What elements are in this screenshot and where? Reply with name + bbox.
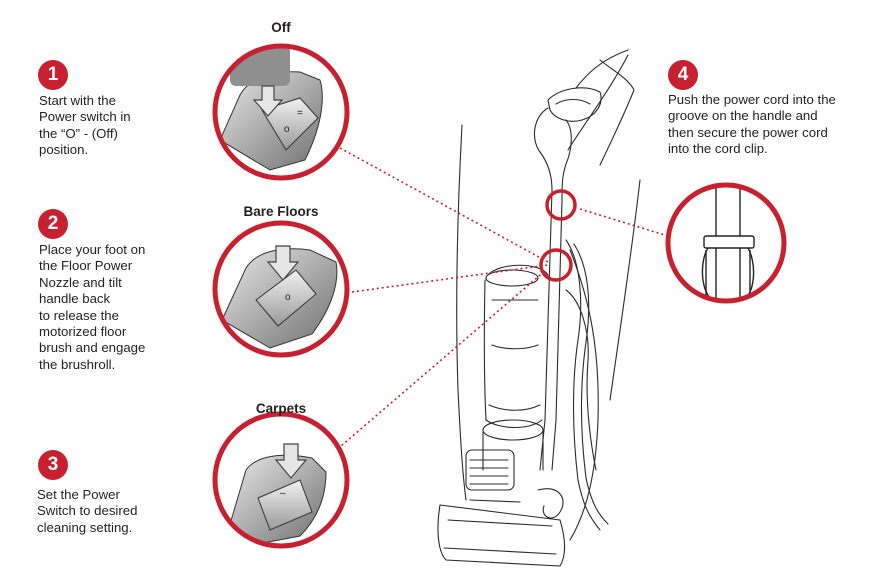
step-3-badge: 3	[38, 450, 68, 480]
step-2-badge: 2	[38, 209, 68, 239]
step-2-text: Place your foot on the Floor Power Nozzl…	[39, 242, 146, 372]
svg-text:o: o	[284, 124, 290, 135]
step-3-text: Set the Power Switch to desired cleaning…	[37, 487, 138, 535]
arrow-down-icon	[274, 443, 308, 479]
panel-label-off: Off	[271, 20, 291, 35]
step-4-badge: 4	[668, 60, 698, 90]
panel-label-carpets: Carpets	[255, 401, 307, 416]
handle-switch-marker	[539, 248, 573, 282]
svg-text:–: –	[280, 488, 286, 499]
arrow-down-icon	[266, 245, 300, 281]
panel-label-bare-floors: Bare Floors	[243, 204, 319, 219]
off-switch-panel: o =	[212, 43, 350, 181]
arrow-down-icon	[252, 85, 284, 117]
cord-clip-detail-panel	[665, 182, 787, 304]
vacuum-illustration	[437, 49, 641, 567]
svg-text:=: =	[297, 108, 303, 119]
handle-cord-groove-marker	[545, 189, 577, 221]
step-4-text: Push the power cord into the groove on t…	[668, 92, 836, 157]
connector-lines	[333, 147, 669, 453]
svg-text:o: o	[285, 292, 291, 303]
carpets-switch-panel: –	[212, 411, 350, 549]
step-1-text: Start with the Power switch in the “O” -…	[39, 93, 131, 158]
bare-floors-switch-panel: o	[212, 220, 350, 358]
step-1-badge: 1	[38, 60, 68, 90]
